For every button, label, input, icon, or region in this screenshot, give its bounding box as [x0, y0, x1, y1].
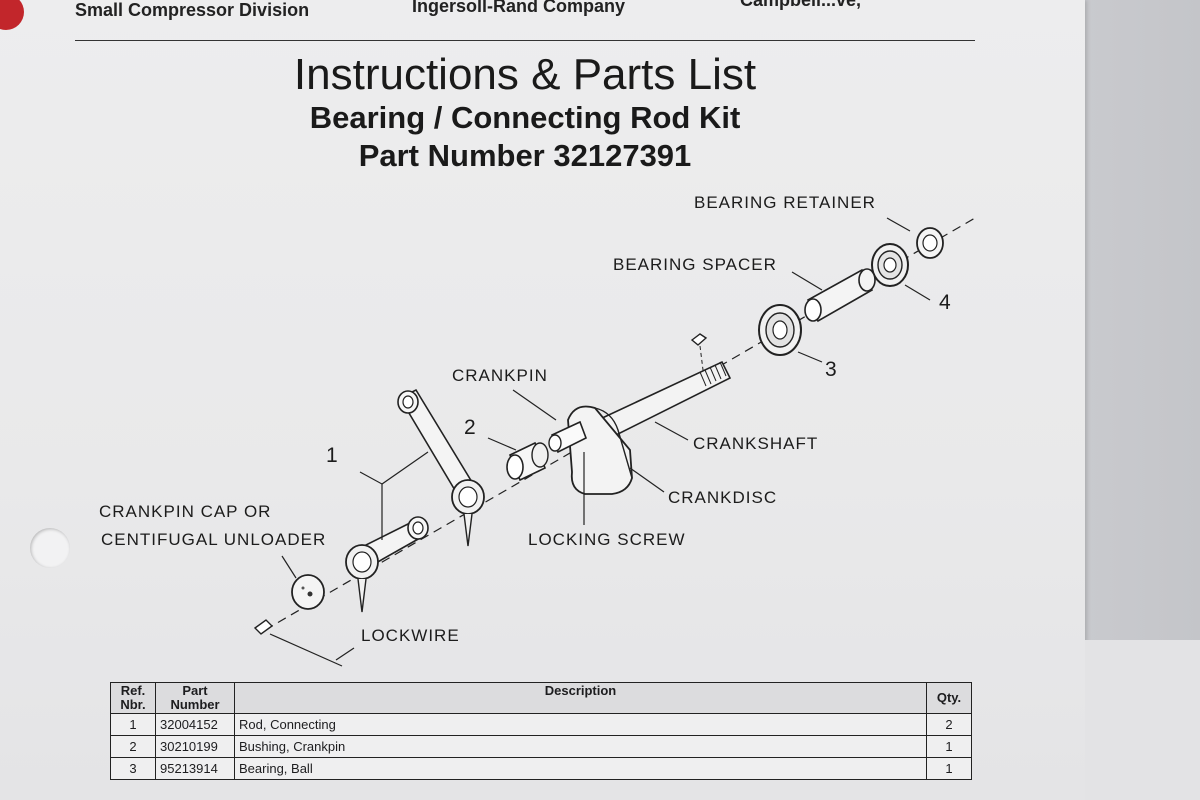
cell-part-number: 95213914 — [155, 757, 235, 780]
document-title: Instructions & Parts List — [293, 50, 757, 99]
cell-part-number: 30210199 — [155, 735, 235, 758]
cell-qty: 2 — [926, 713, 972, 736]
connecting-rod-lower — [345, 516, 429, 613]
bearing-spacer-part — [804, 268, 876, 323]
label-bearing-retainer: BEARING RETAINER — [694, 193, 876, 212]
cell-qty: 1 — [926, 735, 972, 758]
cell-description: Bearing, Ball — [234, 757, 927, 780]
header-division: Small Compressor Division — [75, 0, 310, 20]
ref-number-2: 2 — [464, 416, 476, 439]
table-row: 3 95213914 Bearing, Ball 1 — [110, 757, 972, 780]
cell-ref: 2 — [110, 735, 156, 758]
bearing-4-part — [871, 243, 909, 287]
header-description: Description — [234, 682, 927, 714]
header-ref-line1: Ref. — [120, 683, 146, 698]
company-logo — [0, 0, 24, 30]
header-ref-line2: Nbr. — [120, 697, 146, 712]
label-bearing-spacer: BEARING SPACER — [613, 255, 777, 274]
cell-ref: 1 — [110, 713, 156, 736]
cell-part-number: 32004152 — [155, 713, 235, 736]
ref-number-4: 4 — [939, 291, 951, 314]
header-part-line1: Part — [182, 683, 208, 698]
label-crankpin-cap-line1: CRANKPIN CAP OR — [99, 502, 271, 521]
label-crankpin: CRANKPIN — [452, 366, 548, 385]
parts-table-header: Ref. Nbr. Part Number Description Qty. — [110, 682, 972, 714]
cell-ref: 3 — [110, 757, 156, 780]
label-lockwire: LOCKWIRE — [361, 626, 460, 645]
label-locking-screw: LOCKING SCREW — [528, 530, 686, 549]
bearing-retainer-part — [916, 227, 944, 259]
kit-title: Bearing / Connecting Rod Kit — [309, 100, 741, 135]
header-qty: Qty. — [926, 682, 972, 714]
shaft-key — [690, 333, 708, 346]
crankpin-part — [548, 420, 588, 454]
parts-table: Ref. Nbr. Part Number Description Qty. 1… — [110, 682, 972, 780]
table-row: 1 32004152 Rod, Connecting 2 — [110, 713, 972, 736]
cell-description: Bushing, Crankpin — [234, 735, 927, 758]
header-part-number: Part Number — [155, 682, 235, 714]
header-address-partial: Campbell...ve, — [740, 0, 862, 10]
cell-qty: 1 — [926, 757, 972, 780]
ref-number-1: 1 — [326, 444, 338, 467]
connecting-rod-upper — [397, 388, 485, 547]
ref-number-3: 3 — [825, 358, 837, 381]
punch-hole — [30, 528, 70, 568]
label-crankdisc: CRANKDISC — [668, 488, 777, 507]
bushing-part — [506, 441, 549, 482]
header-part-line2: Number — [170, 697, 220, 712]
lockwire-part — [253, 619, 343, 667]
header-ref: Ref. Nbr. — [110, 682, 156, 714]
cell-description: Rod, Connecting — [234, 713, 927, 736]
bearing-3-part — [758, 304, 802, 356]
header-company: Ingersoll-Rand Company — [412, 0, 626, 16]
label-crankpin-cap-line2: CENTIFUGAL UNLOADER — [101, 530, 326, 549]
header-rule — [75, 40, 975, 41]
part-number-title: Part Number 32127391 — [358, 138, 692, 173]
label-crankshaft: CRANKSHAFT — [693, 434, 818, 453]
table-row: 2 30210199 Bushing, Crankpin 1 — [110, 735, 972, 758]
exploded-view-diagram: BEARING RETAINER BEARING SPACER CRANKPIN… — [99, 193, 976, 667]
background-surface — [1085, 640, 1200, 800]
document-page: Small Compressor Division Ingersoll-Rand… — [0, 0, 1085, 800]
crankpin-cap-part — [291, 574, 325, 610]
